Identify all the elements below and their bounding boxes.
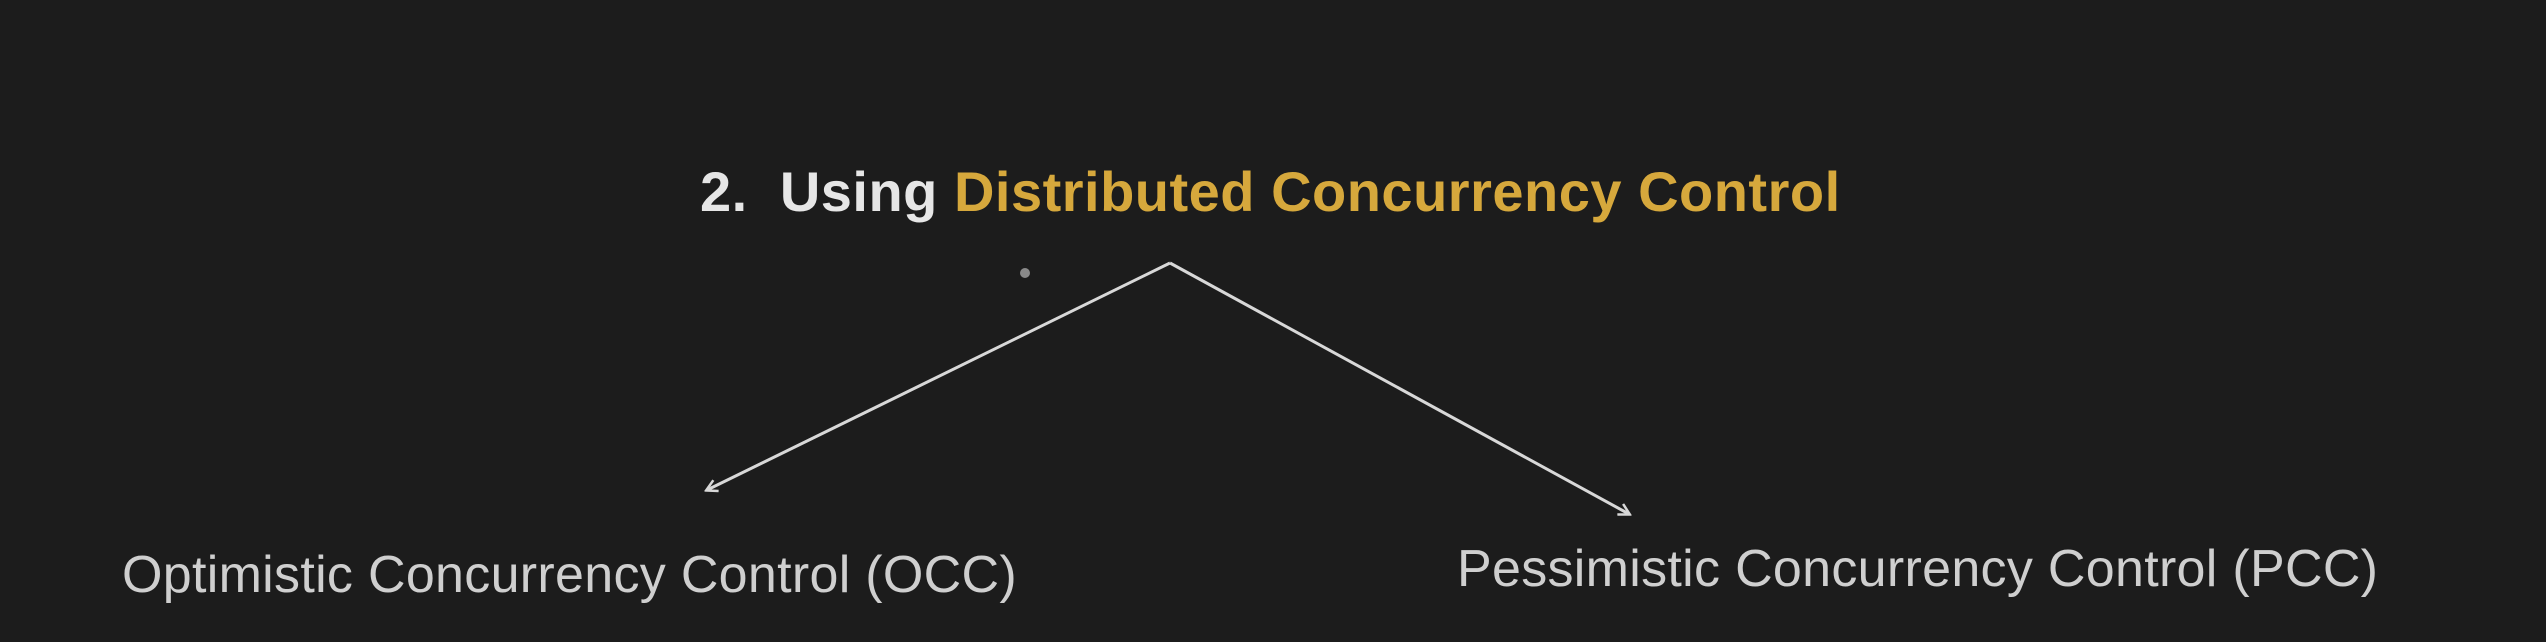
node-pcc: Pessimistic Concurrency Control (PCC) [1457, 540, 2379, 598]
title-accent: Distributed Concurrency Control [953, 160, 1841, 223]
cursor-dot [1020, 268, 1030, 278]
node-occ: Optimistic Concurrency Control (OCC) [122, 546, 1017, 604]
arrow-to-pcc [1169, 261, 1629, 514]
arrow-to-occ [707, 261, 1171, 490]
title-number: 2. [700, 160, 748, 223]
diagram-title: 2. Using Distributed Concurrency Control [700, 152, 1841, 232]
title-lead: Using [779, 160, 938, 223]
